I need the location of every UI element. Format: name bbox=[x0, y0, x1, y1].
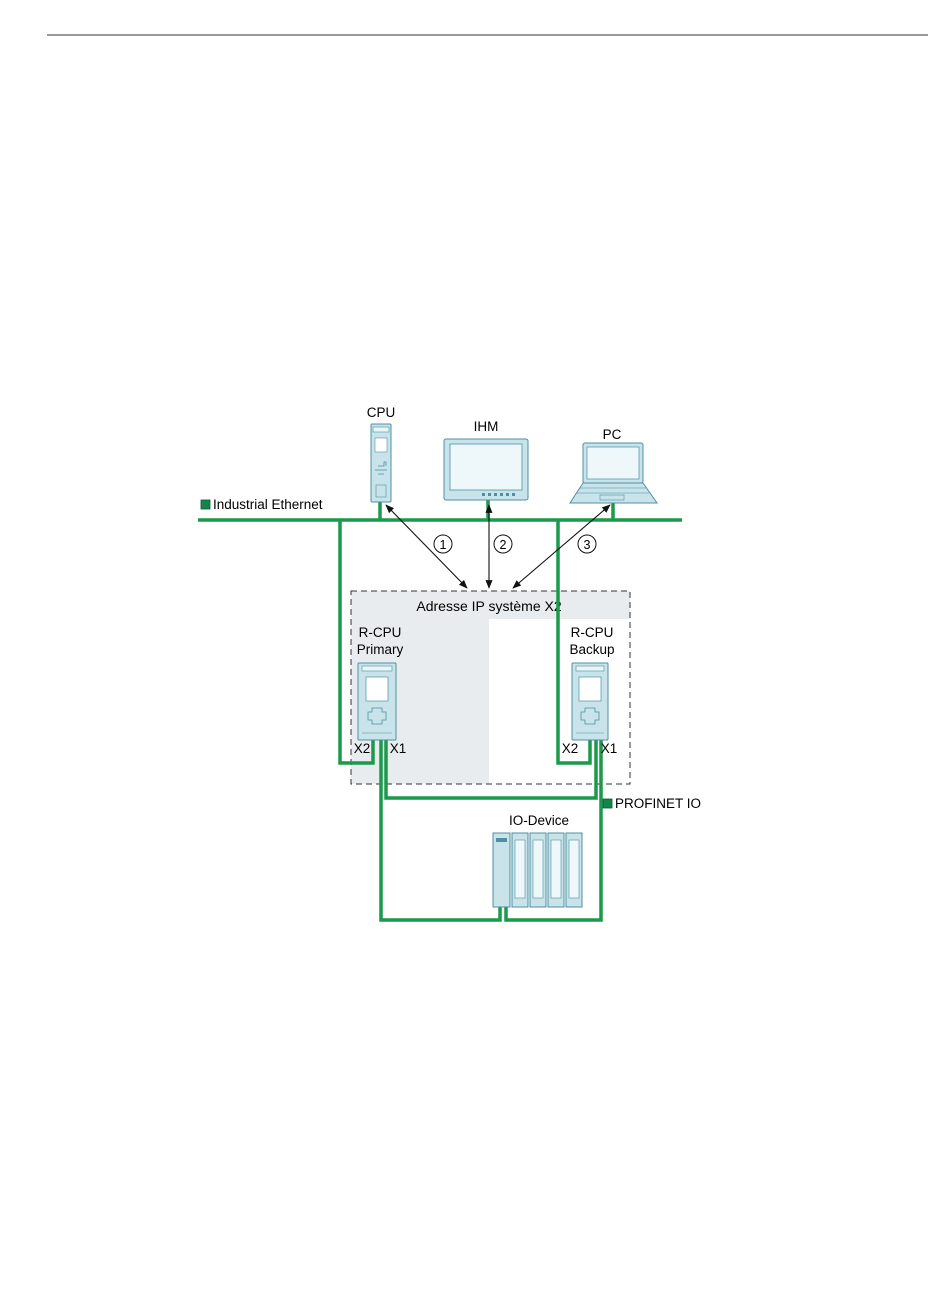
rcpu-primary-label-line2: Primary bbox=[357, 642, 404, 657]
io-device-icon bbox=[493, 833, 582, 907]
rcpu-primary-label-line1: R-CPU bbox=[359, 625, 402, 640]
rcpu-backup-label-line1: R-CPU bbox=[571, 625, 614, 640]
legend-label: Industrial Ethernet bbox=[213, 497, 323, 512]
legend-swatch bbox=[603, 799, 612, 808]
backup-port-x1: X1 bbox=[601, 741, 618, 756]
r-cpu-icon bbox=[572, 663, 608, 740]
pc-label: PC bbox=[603, 427, 622, 442]
callout-1: 1 bbox=[434, 535, 452, 553]
arrow-cpu-to-system-ip bbox=[386, 505, 467, 588]
io-device: IO-Device bbox=[493, 813, 582, 907]
cpu-device: CPU bbox=[367, 405, 396, 502]
callout-number: 1 bbox=[440, 538, 447, 552]
callout-number: 2 bbox=[500, 538, 507, 552]
legend-label: PROFINET IO bbox=[615, 796, 701, 811]
legend-swatch bbox=[201, 500, 210, 509]
legend-profinet-io: PROFINET IO bbox=[603, 796, 701, 811]
primary-port-x1: X1 bbox=[390, 741, 407, 756]
callout-2: 2 bbox=[494, 535, 512, 553]
hmi-label: IHM bbox=[474, 419, 499, 434]
callout-3: 3 bbox=[578, 535, 596, 553]
primary-port-x2: X2 bbox=[354, 741, 371, 756]
cpu-device-icon bbox=[371, 424, 391, 502]
backup-port-x2: X2 bbox=[562, 741, 579, 756]
legend-industrial-ethernet: Industrial Ethernet bbox=[201, 497, 323, 512]
hmi-device: IHM bbox=[444, 419, 528, 500]
pc-device: PC bbox=[570, 427, 657, 503]
r-cpu-icon bbox=[358, 663, 396, 740]
system-ip-label: Adresse IP système X2 bbox=[416, 598, 561, 614]
rcpu-backup-label-line2: Backup bbox=[569, 642, 614, 657]
laptop-pc-icon bbox=[570, 443, 657, 503]
callout-number: 3 bbox=[584, 538, 591, 552]
hmi-panel-icon bbox=[444, 439, 528, 500]
cpu-label: CPU bbox=[367, 405, 396, 420]
io-device-label: IO-Device bbox=[509, 813, 569, 828]
